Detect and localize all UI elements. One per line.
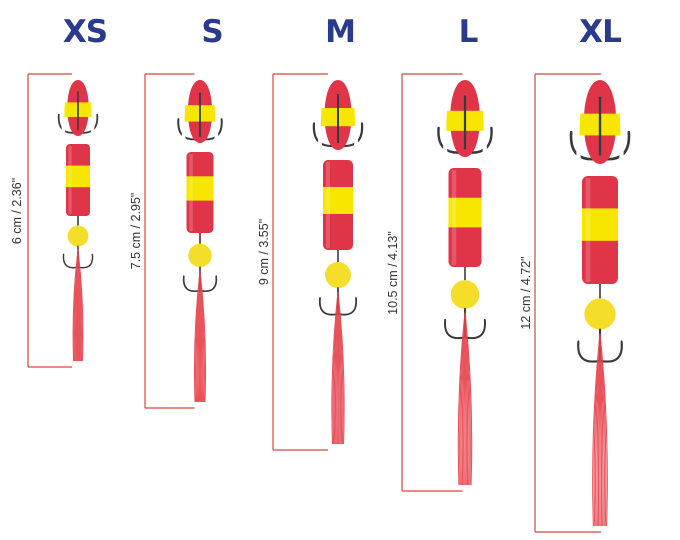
- tail-icon: [72, 250, 84, 362]
- tail-icon: [457, 312, 473, 486]
- foam-body-icon: [576, 80, 624, 164]
- size-label-xs: XS: [62, 14, 108, 50]
- foam-body-icon: [66, 144, 90, 216]
- bead-icon: [325, 262, 351, 288]
- measure-bracket: [272, 73, 328, 451]
- tail-icon: [592, 333, 608, 527]
- foam-body-icon: [186, 152, 214, 233]
- length-label-xl: 12 cm / 4.72": [519, 256, 533, 330]
- measure-bracket: [534, 73, 601, 533]
- foam-body-icon: [443, 80, 487, 157]
- foam-body-icon: [61, 80, 95, 136]
- length-label-xs: 6 cm / 2.36": [10, 177, 24, 244]
- foam-body-icon: [318, 80, 358, 150]
- lure-s: [144, 73, 223, 409]
- size-label-m: M: [325, 14, 356, 50]
- bead-icon: [188, 243, 212, 268]
- bead-icon: [584, 298, 616, 330]
- measure-bracket: [144, 73, 195, 409]
- bead-icon: [450, 280, 480, 309]
- foam-body-icon: [181, 80, 219, 143]
- size-label-s: S: [201, 14, 223, 50]
- tail-icon: [331, 291, 345, 445]
- lure-xl: [534, 73, 631, 533]
- size-label-l: L: [458, 14, 479, 50]
- foam-body-icon: [448, 168, 482, 267]
- lure-l: [401, 73, 493, 492]
- length-label-s: 7.5 cm / 2.95": [129, 192, 143, 270]
- length-label-l: 10.5 cm / 4.13": [386, 230, 400, 315]
- foam-body-icon: [582, 176, 618, 284]
- bead-icon: [67, 225, 89, 247]
- lure-m: [272, 73, 364, 451]
- lure-xs: [27, 73, 99, 368]
- foam-body-icon: [323, 160, 353, 250]
- size-label-xl: XL: [579, 14, 622, 50]
- tail-icon: [193, 271, 207, 403]
- measure-bracket: [401, 73, 463, 492]
- measure-bracket: [27, 73, 72, 368]
- length-label-m: 9 cm / 3.55": [257, 218, 271, 286]
